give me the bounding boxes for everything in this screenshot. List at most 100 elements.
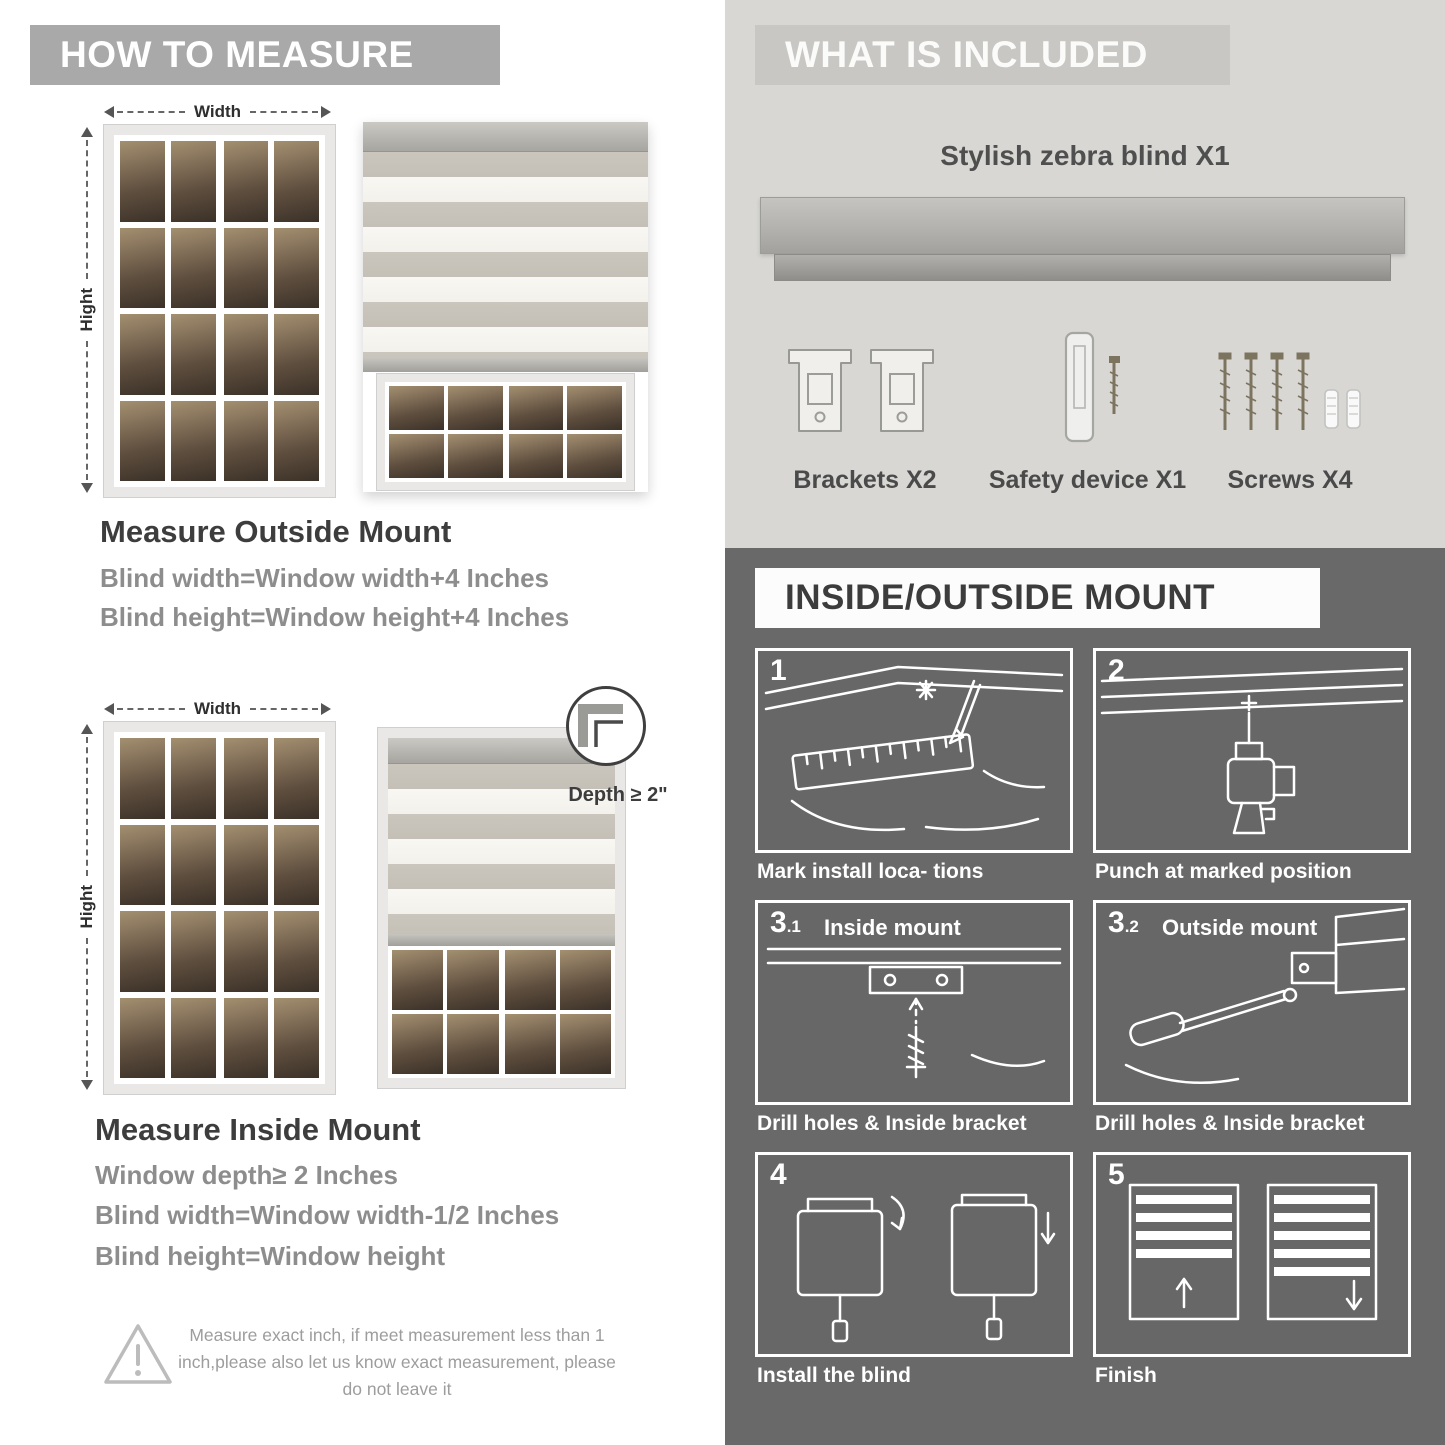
step-caption-5: Finish <box>1095 1364 1157 1387</box>
window-pane <box>508 434 564 478</box>
step-panel-5: 5 <box>1093 1152 1411 1357</box>
step-caption-2: Punch at marked position <box>1095 860 1352 883</box>
step-panel-3-2: 3.2 Outside mount <box>1093 900 1411 1105</box>
window-sash <box>223 738 319 1078</box>
window-sash <box>120 738 216 1078</box>
window-pane <box>223 400 269 481</box>
step-title: Outside mount <box>1162 915 1318 940</box>
blind-fabric-roll-illustration <box>774 254 1391 281</box>
window-pane <box>392 950 444 1010</box>
brackets-label: Brackets X2 <box>793 466 937 494</box>
window-sash <box>392 950 499 1074</box>
window-pane <box>120 141 165 222</box>
window-pane <box>447 950 499 1010</box>
blind-bottom-rail <box>363 358 648 372</box>
window-pane <box>274 400 319 481</box>
brackets-icon <box>788 349 934 432</box>
window-pane <box>559 950 611 1010</box>
window-pane <box>274 997 319 1078</box>
step-panel-4: 4 <box>755 1152 1073 1357</box>
arrow-down-icon <box>81 1080 93 1090</box>
step-number: 2 <box>1108 654 1125 687</box>
height-arrow: Hight <box>77 724 96 1090</box>
zebra-blind-stripes <box>388 764 615 934</box>
window-pane <box>223 738 269 819</box>
step-number: 4 <box>770 1158 787 1191</box>
step-title: Inside mount <box>824 915 961 940</box>
window-pane <box>447 1014 499 1074</box>
window-pane <box>559 1014 611 1074</box>
window-pane <box>223 824 269 905</box>
window-pane <box>170 997 216 1078</box>
blind-bottom-rail <box>388 934 615 946</box>
step-caption-3-2: Drill holes & Inside bracket <box>1095 1112 1365 1135</box>
window-pane <box>274 141 319 222</box>
outside-mount-rule-1: Blind width=Window width+4 Inches <box>100 563 549 593</box>
window-pane <box>170 911 216 992</box>
outside-mount-window-figure: Width Hight <box>77 102 336 498</box>
window-sash <box>504 950 611 1074</box>
width-label: Width <box>193 102 242 121</box>
step-panel-2: 2 <box>1093 648 1411 853</box>
window-pane <box>274 227 319 308</box>
anchors-icon <box>1324 389 1361 429</box>
inside-mount-rule-3: Blind height=Window height <box>95 1241 445 1271</box>
outside-bracket-illustration <box>1124 907 1406 1084</box>
step-caption-1: Mark install loca- tions <box>757 860 984 883</box>
step-panel-1: 1 <box>755 648 1073 853</box>
step-subnumber: .1 <box>786 917 801 936</box>
product-label: Stylish zebra blind X1 <box>940 140 1230 171</box>
step-caption-3-1: Drill holes & Inside bracket <box>757 1112 1027 1135</box>
step-number: 1 <box>770 654 787 687</box>
what-is-included-banner: WHAT IS INCLUDED <box>755 25 1230 85</box>
safety-device-icon <box>1064 331 1120 443</box>
window-pane <box>389 434 444 478</box>
install-blind-illustration <box>796 1193 1056 1343</box>
window-pane <box>274 824 319 905</box>
blind-headrail <box>363 122 648 152</box>
window-pane <box>120 227 165 308</box>
arrow-down-icon <box>81 483 93 493</box>
window-pane <box>504 950 556 1010</box>
arrow-up-icon <box>81 127 93 137</box>
zebra-blind-stripes <box>363 152 648 358</box>
step-number: 3 <box>1108 906 1125 939</box>
screws-icon <box>1218 352 1361 430</box>
depth-callout-circle <box>566 686 646 766</box>
window-sash <box>389 386 503 478</box>
screws-label: Screws X4 <box>1227 466 1353 494</box>
inside-mount-rule-1: Window depth≥ 2 Inches <box>95 1160 398 1190</box>
arrow-right-icon <box>321 703 331 715</box>
window-pane <box>120 997 165 1078</box>
arrow-right-icon <box>321 106 331 118</box>
window-pane <box>170 227 216 308</box>
blind-headrail-illustration <box>760 197 1405 254</box>
window-pane <box>120 314 165 395</box>
window-pane <box>223 227 269 308</box>
window-illustration <box>103 124 336 498</box>
height-label: Hight <box>77 288 96 332</box>
window-pane <box>223 141 269 222</box>
width-label: Width <box>193 699 242 718</box>
window-pane <box>504 1014 556 1074</box>
height-arrow: Hight <box>77 127 96 493</box>
window-pane <box>170 824 216 905</box>
window-pane <box>447 434 503 478</box>
window-pane <box>274 314 319 395</box>
corner-detail-icon <box>578 704 623 747</box>
window-pane <box>170 400 216 481</box>
window-pane <box>508 386 564 430</box>
drill-illustration <box>1100 667 1404 835</box>
window-pane <box>274 738 319 819</box>
window-glass-below-blind <box>388 946 615 1078</box>
window-illustration <box>103 721 336 1095</box>
window-pane <box>170 738 216 819</box>
window-pane <box>120 738 165 819</box>
warning-triangle-icon <box>104 1324 172 1384</box>
step-panel-3-1: 3.1 Inside mount <box>755 900 1073 1105</box>
arrow-left-icon <box>104 703 114 715</box>
window-pane <box>120 824 165 905</box>
step-caption-4: Install the blind <box>757 1364 912 1387</box>
step-number: 3 <box>770 906 787 939</box>
window-pane <box>567 434 622 478</box>
